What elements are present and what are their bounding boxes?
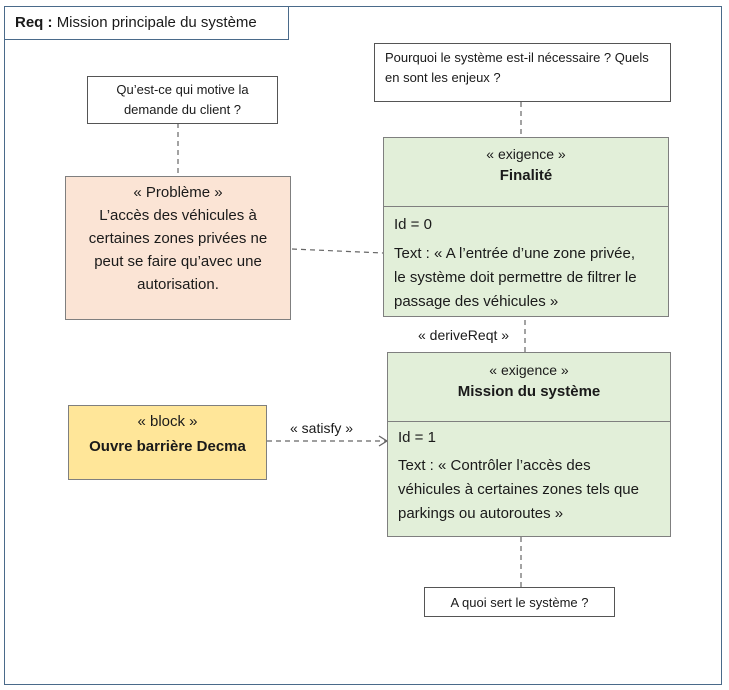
block-stereotype: « block » (137, 413, 198, 430)
finalite-id: Id = 0 (394, 216, 432, 233)
frame-header: Req : Mission principale du système (4, 6, 289, 40)
problem-line: peut se faire qu’avec une (94, 253, 262, 270)
requirement-finalite: « exigence » Finalité Id = 0 Text : « A … (383, 137, 669, 317)
frame-kind: Req (15, 14, 44, 31)
problem-line: certaines zones privées ne (88, 230, 268, 247)
mission-text-line: parkings ou autoroutes » (398, 505, 564, 522)
mission-stereotype: « exigence » (489, 362, 569, 378)
note-purpose: A quoi sert le système ? (424, 587, 615, 617)
frame-title: Mission principale du système (56, 14, 257, 31)
finalite-text-line: Text : « A l’entrée d’une zone privée, (394, 245, 635, 262)
problem-box: « Problème » L’accès des véhicules à cer… (65, 176, 291, 320)
finalite-text-line: le système doit permettre de filtrer le (394, 269, 637, 286)
finalite-name: Finalité (499, 167, 553, 184)
problem-line: L’accès des véhicules à (99, 207, 257, 224)
mission-text-line: véhicules à certaines zones tels que (398, 481, 639, 498)
problem-line: autorisation. (137, 276, 219, 293)
finalite-text-line: passage des véhicules » (394, 293, 559, 310)
block-name: Ouvre barrière Decma (89, 438, 246, 455)
mission-name: Mission du système (457, 383, 601, 400)
mission-text-line: Text : « Contrôler l’accès des (398, 457, 591, 474)
note-necessity-line1: Pourquoi le système est-il nécessaire ? … (385, 50, 649, 65)
connector-problem-finalite (291, 248, 384, 254)
note-motivation: Qu’est-ce qui motive la demande du clien… (87, 76, 278, 124)
diagram-frame (4, 6, 722, 685)
note-necessity: Pourquoi le système est-il nécessaire ? … (374, 43, 671, 102)
block-ouvre-barriere: « block » Ouvre barrière Decma (68, 405, 267, 480)
requirement-mission: « exigence » Mission du système Id = 1 T… (387, 352, 671, 537)
derive-label: « deriveReqt » (418, 327, 510, 343)
satisfy-label: « satisfy » (290, 420, 354, 436)
note-necessity-line2: en sont les enjeux ? (385, 70, 501, 85)
problem-stereotype: « Problème » (133, 184, 223, 201)
mission-id: Id = 1 (398, 429, 436, 446)
finalite-stereotype: « exigence » (486, 146, 566, 162)
